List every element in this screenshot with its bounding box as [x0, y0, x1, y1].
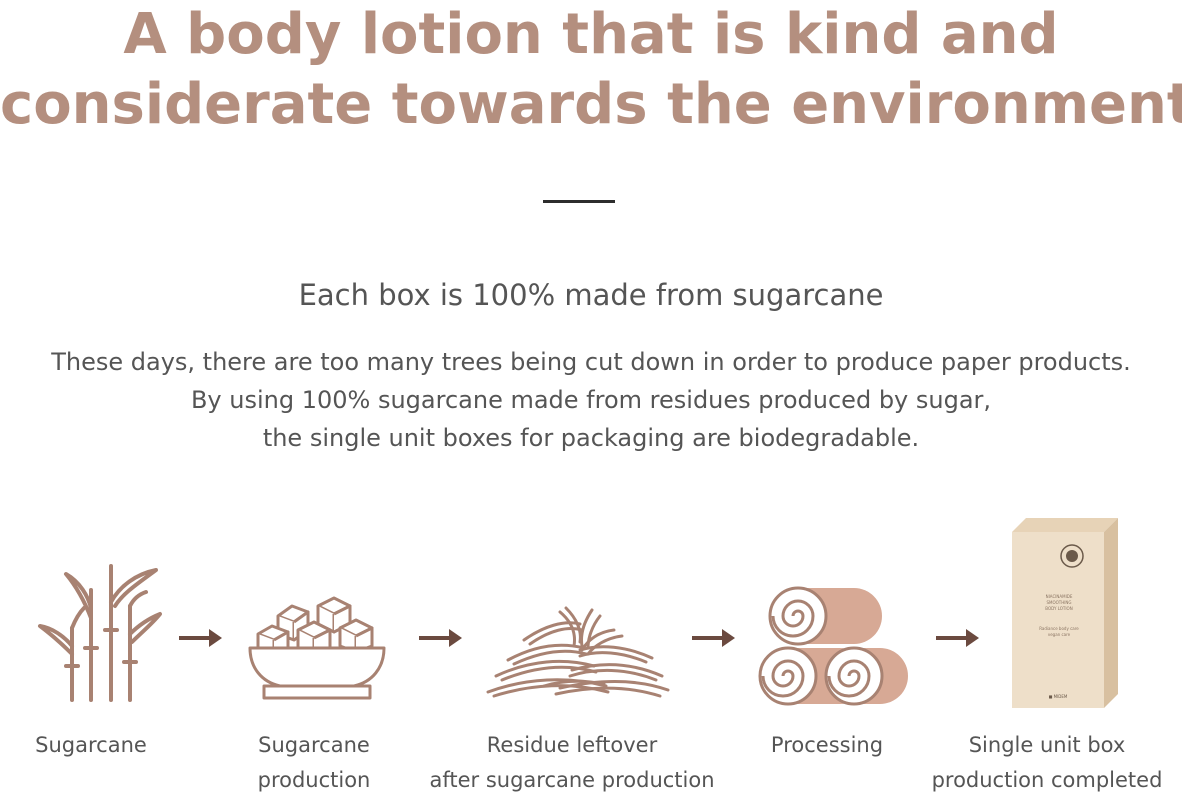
sugar-cubes-bowl-icon — [248, 596, 386, 700]
divider — [543, 200, 615, 203]
page-title: A body lotion that is kind and considera… — [0, 0, 1182, 140]
step-label-line: Sugarcane — [35, 733, 147, 757]
title-line-2: considerate towards the environment — [0, 72, 1182, 137]
step-label-line: production — [257, 768, 371, 792]
step-label-line: Processing — [770, 733, 884, 757]
step-label-line: Sugarcane — [258, 733, 370, 757]
box-small-line: Radiance body care — [1039, 626, 1079, 631]
paragraph-line-1: These days, there are too many trees bei… — [51, 348, 1131, 376]
title-line-1: A body lotion that is kind and — [123, 2, 1059, 67]
box-small-line: vegan care — [1047, 632, 1071, 637]
step-label-sugarcane: Sugarcane — [10, 728, 172, 763]
arrow-right-icon — [417, 626, 463, 654]
intro-paragraph: These days, there are too many trees bei… — [0, 343, 1182, 457]
box-print: NIACINAMIDE SMOOTHING BODY LOTION Radian… — [1026, 594, 1092, 638]
step-label-processing: Processing — [746, 728, 908, 763]
step-label-line: Single unit box — [968, 733, 1126, 757]
box-brand: ■ MIDEM — [1048, 694, 1068, 699]
product-box-icon: NIACINAMIDE SMOOTHING BODY LOTION Radian… — [1012, 518, 1118, 708]
section-subtitle: Each box is 100% made from sugarcane — [298, 278, 884, 312]
step-label-sugarcane-production: Sugarcane production — [232, 728, 396, 798]
step-label-line: Residue leftover — [486, 733, 658, 757]
arrow-right-icon — [690, 626, 736, 654]
box-name-line: BODY LOTION — [1045, 606, 1073, 611]
paragraph-line-2: By using 100% sugarcane made from residu… — [190, 386, 992, 414]
step-label-residue: Residue leftover after sugarcane product… — [404, 728, 740, 798]
box-name-line: NIACINAMIDE — [1045, 594, 1073, 599]
box-name-line: SMOOTHING — [1046, 600, 1072, 605]
fiber-residue-icon — [486, 606, 670, 698]
arrow-right-icon — [177, 626, 223, 654]
arrow-right-icon — [934, 626, 980, 654]
pulp-rolls-icon — [758, 586, 908, 706]
step-label-line: after sugarcane production — [429, 768, 715, 792]
paragraph-line-3: the single unit boxes for packaging are … — [262, 424, 920, 452]
sugarcane-icon — [38, 564, 162, 702]
step-label-box-completed: Single unit box production completed — [914, 728, 1180, 798]
step-label-line: production completed — [931, 768, 1163, 792]
